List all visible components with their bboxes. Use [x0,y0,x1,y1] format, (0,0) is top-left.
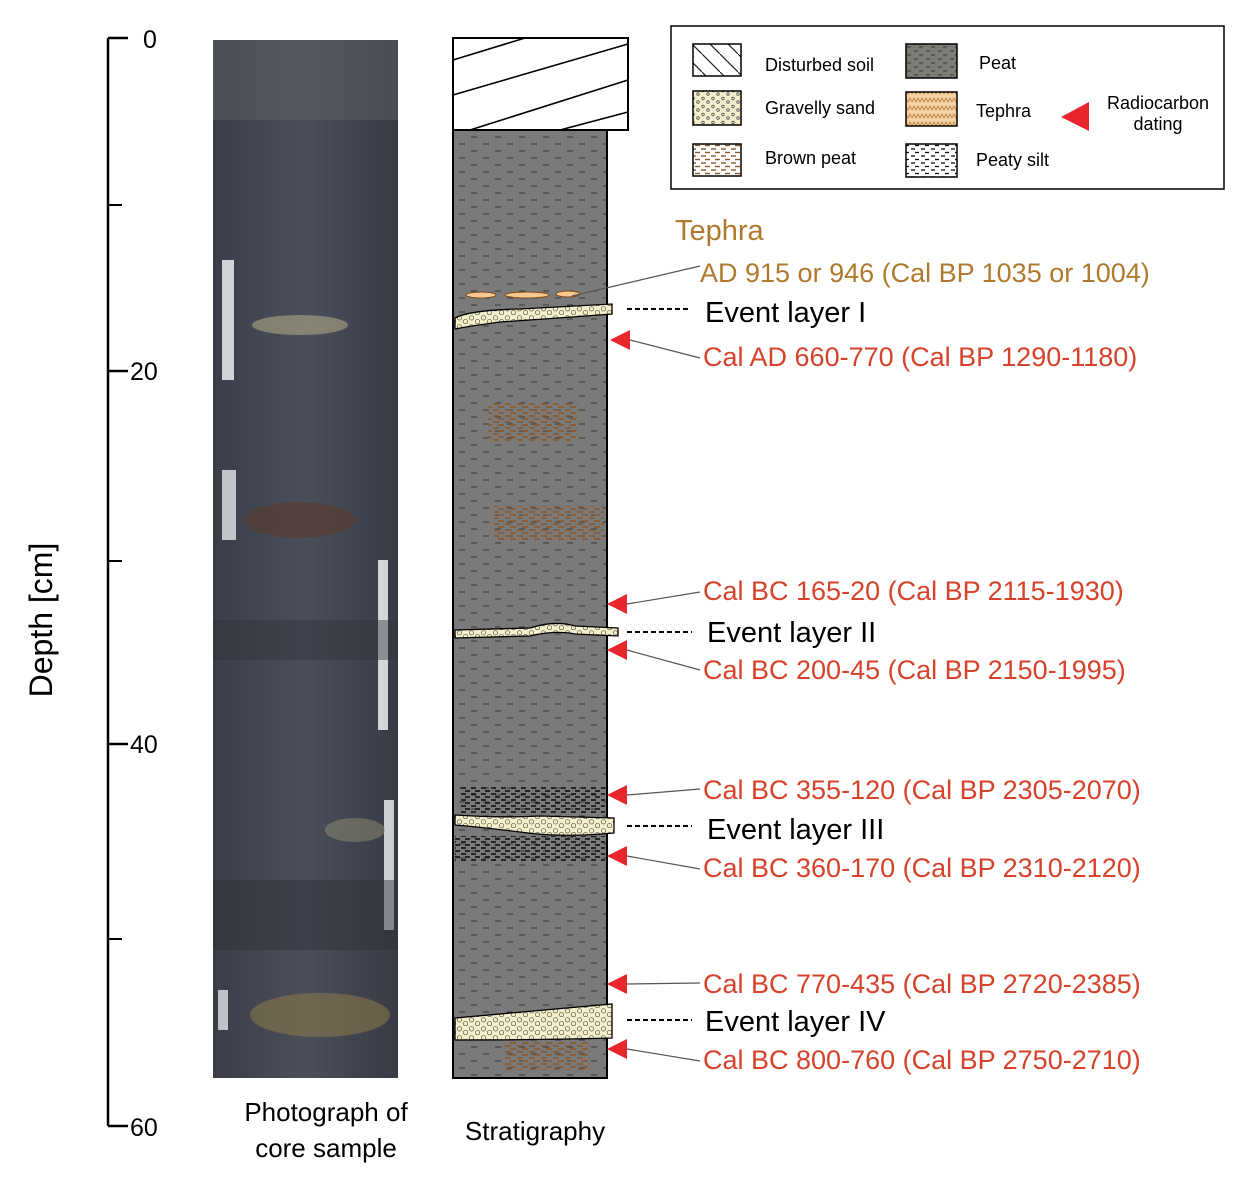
event-layers: Event layer I Event layer II Event layer… [627,297,886,1038]
legend-label-radiocarbon-1: Radiocarbon [1107,93,1209,113]
tick-label-40: 40 [130,731,158,759]
brown-peat-lens [505,1042,590,1070]
photo-caption-line2: core sample [255,1133,397,1163]
tephra-title: Tephra [675,215,765,247]
tephra-lens [465,291,497,299]
date-marker-1 [610,330,630,350]
legend-label-radiocarbon-2: dating [1133,114,1182,134]
strat-caption: Stratigraphy [465,1116,605,1146]
legend-label-tephra: Tephra [976,101,1032,121]
date-marker-5 [607,846,627,866]
legend-swatch-gravelly-sand [692,90,742,126]
core-photograph [213,40,398,1078]
legend-swatch-disturbed-soil [692,43,742,77]
date-label-6: Cal BC 770-435 (Cal BP 2720-2385) [703,969,1141,999]
event-layer-III-label: Event layer III [707,814,884,846]
legend-swatch-peaty-silt [905,143,958,178]
peaty-silt-lens [460,786,605,814]
radiocarbon-dates: Cal AD 660-770 (Cal BP 1290-1180) Cal BC… [607,330,1141,1075]
date-marker-7 [607,1039,627,1059]
legend-label-brown-peat: Brown peat [765,148,856,168]
brown-peat-lens [494,506,604,540]
event-layer-IV-sand [454,1003,613,1041]
event-layer-III-sand [454,814,615,836]
event-layer-II-sand [454,622,619,639]
radiocarbon-marker-icon [1061,102,1089,131]
event-layer-IV-label: Event layer IV [705,1006,886,1038]
disturbed-soil-layer [452,37,629,131]
tephra-lens [504,291,550,299]
tephra-leader [571,265,701,297]
event-layer-I-label: Event layer I [705,297,866,329]
tephra-lens [555,290,581,298]
legend-label-disturbed-soil: Disturbed soil [765,55,874,75]
legend-label-peat: Peat [979,53,1016,73]
stratigraphy-column [452,37,629,1079]
depth-axis: 0 20 40 60 Depth [cm] [23,26,158,1142]
tephra-date: AD 915 or 946 (Cal BP 1035 or 1004) [700,258,1150,288]
tick-label-0: 0 [143,26,157,54]
legend-swatch-tephra [905,91,958,127]
tick-label-60: 60 [130,1114,158,1142]
photo-caption-line1: Photograph of [244,1097,408,1127]
date-label-4: Cal BC 355-120 (Cal BP 2305-2070) [703,775,1141,805]
tick-label-20: 20 [130,358,158,386]
date-label-7: Cal BC 800-760 (Cal BP 2750-2710) [703,1045,1141,1075]
date-marker-2 [607,594,627,614]
date-marker-6 [607,974,627,994]
brown-peat-lens [488,402,578,442]
date-marker-4 [607,785,627,805]
date-label-1: Cal AD 660-770 (Cal BP 1290-1180) [703,342,1137,372]
event-layer-I-sand [454,303,613,330]
legend-label-gravelly-sand: Gravelly sand [765,98,875,118]
event-layer-II-label: Event layer II [707,617,876,649]
legend-swatch-brown-peat [692,143,742,177]
peaty-silt-lens [455,836,605,862]
date-label-5: Cal BC 360-170 (Cal BP 2310-2120) [703,853,1141,883]
date-marker-3 [607,640,627,660]
legend-swatch-peat [905,43,958,79]
peat-layer [452,129,608,1079]
date-label-2: Cal BC 165-20 (Cal BP 2115-1930) [703,576,1124,606]
axis-label: Depth [cm] [23,543,59,698]
legend: Disturbed soil Gravelly sand Brown peat … [670,25,1225,190]
date-label-3: Cal BC 200-45 (Cal BP 2150-1995) [703,655,1126,685]
legend-label-peaty-silt: Peaty silt [976,150,1049,170]
